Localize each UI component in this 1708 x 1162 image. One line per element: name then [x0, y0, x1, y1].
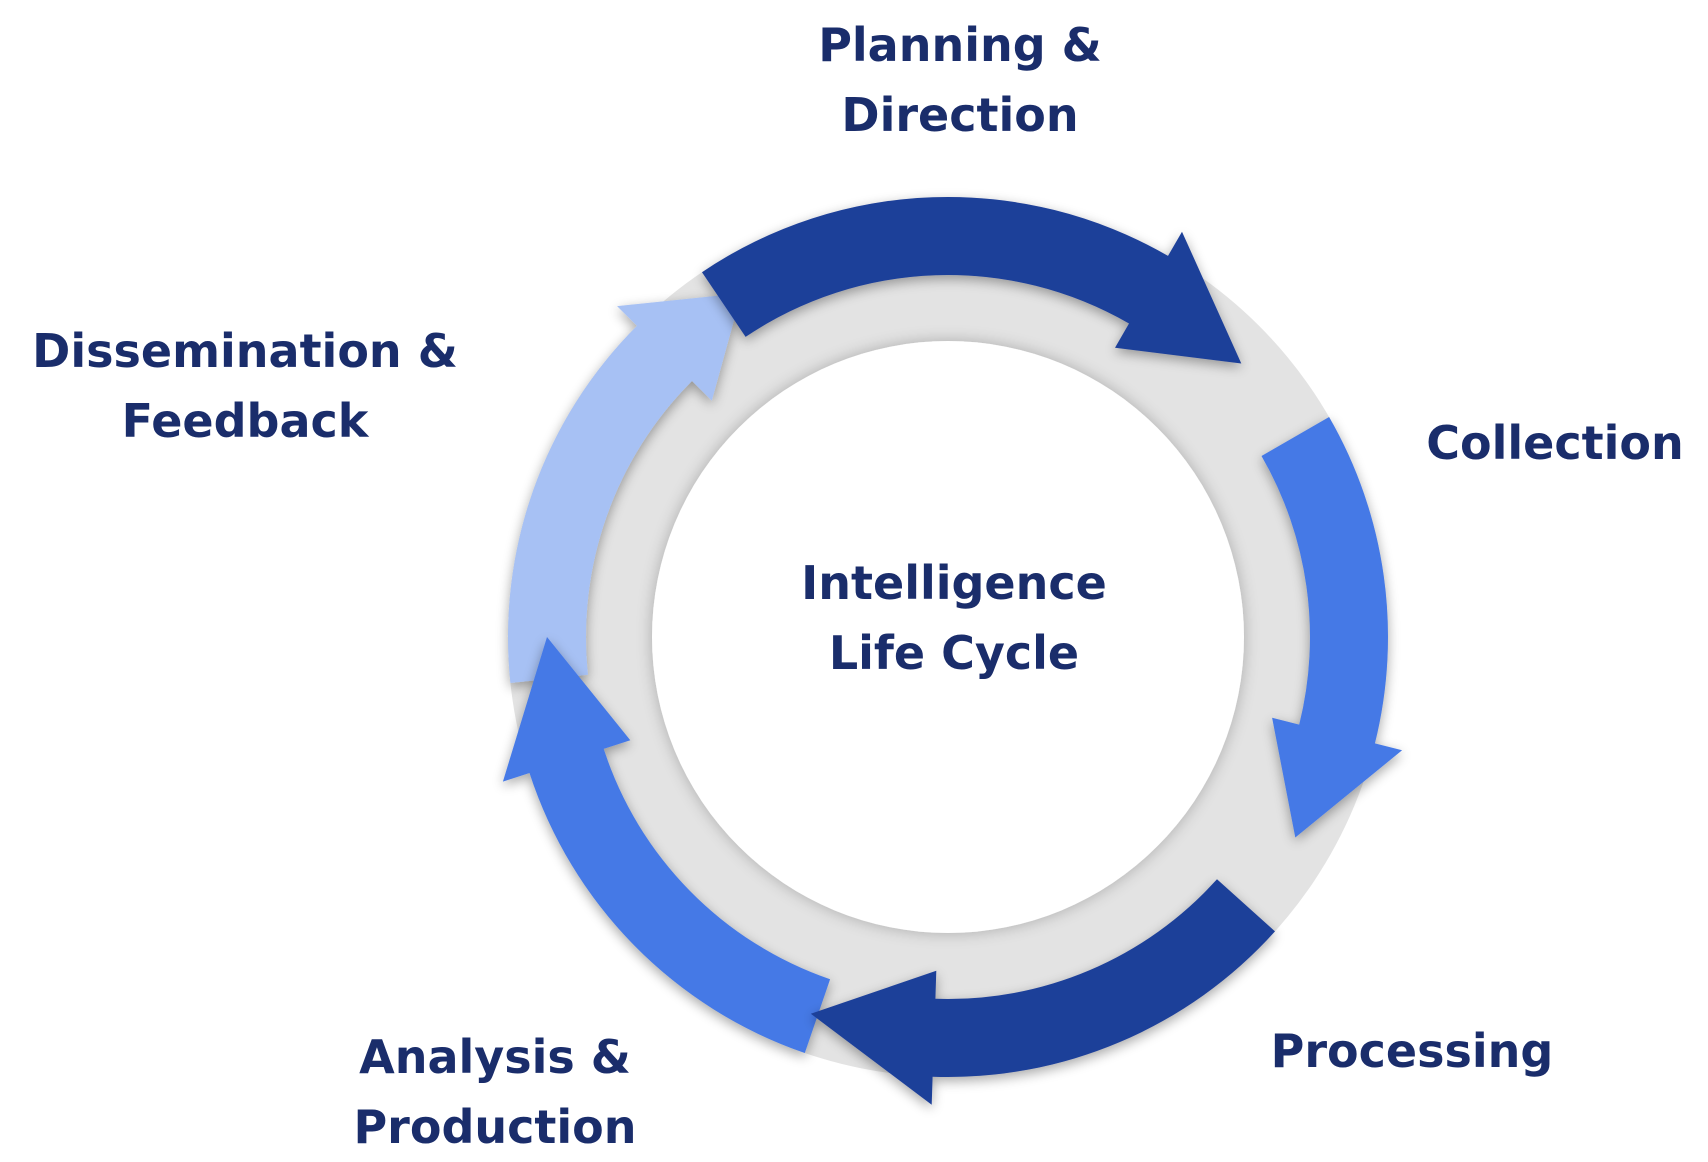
stage-label-processing: Processing: [1262, 1016, 1562, 1086]
stage-label-planning-line2: Direction: [841, 88, 1079, 142]
arrow-analysis: [502, 637, 831, 1053]
stage-label-dissemination-line1: Dissemination &: [32, 324, 458, 378]
stage-label-analysis: Analysis & Production: [340, 1022, 650, 1162]
arrow-dissemination: [507, 293, 742, 683]
center-title-line2: Life Cycle: [828, 626, 1080, 680]
stage-label-analysis-line1: Analysis &: [359, 1030, 631, 1084]
stage-label-dissemination-line2: Feedback: [121, 394, 369, 448]
center-title-line1: Intelligence: [801, 556, 1107, 610]
stage-label-planning: Planning & Direction: [760, 10, 1160, 150]
stage-label-dissemination: Dissemination & Feedback: [20, 316, 470, 456]
inner-circle: [652, 341, 1244, 933]
arrow-collection: [1261, 417, 1403, 838]
arrow-planning: [702, 196, 1242, 364]
stage-label-analysis-line2: Production: [353, 1100, 637, 1154]
stage-label-collection: Collection: [1410, 408, 1700, 478]
arrow-processing: [810, 879, 1275, 1105]
center-title: Intelligence Life Cycle: [724, 548, 1184, 688]
stage-label-planning-line1: Planning &: [818, 18, 1102, 72]
stage-label-processing-line1: Processing: [1270, 1024, 1554, 1078]
stage-label-collection-line1: Collection: [1426, 416, 1684, 470]
cycle-arrows: [502, 196, 1403, 1105]
